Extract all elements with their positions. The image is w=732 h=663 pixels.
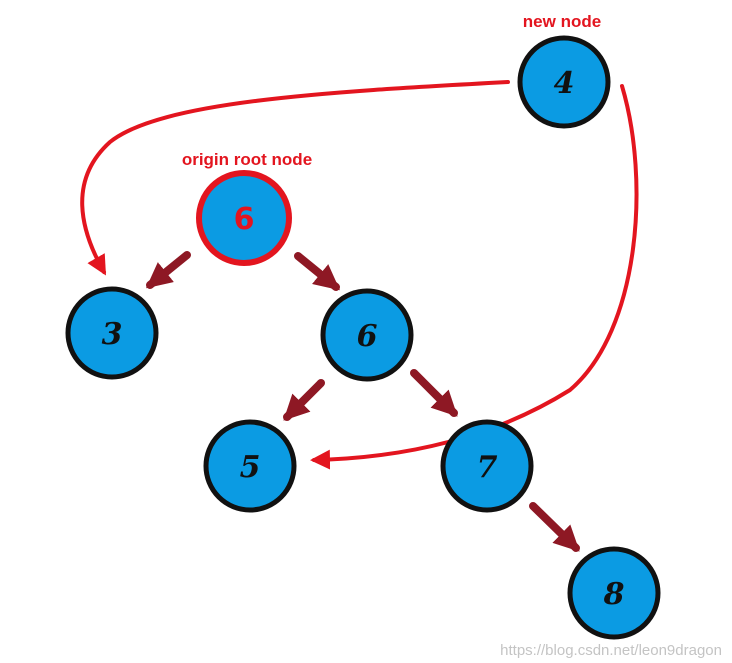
- node-right-right-right: 8: [567, 546, 661, 640]
- watermark-text: https://blog.csdn.net/leon9dragon: [500, 642, 722, 659]
- edge-6-to-6: [294, 252, 340, 291]
- node-left: 3: [65, 286, 159, 380]
- node-origin-root: 6: [196, 170, 292, 266]
- node-label: 8: [603, 577, 625, 612]
- node-right-right: 7: [440, 419, 534, 513]
- node-label: 5: [240, 450, 261, 485]
- tree-edges: [146, 251, 580, 552]
- node-right: 6: [320, 288, 414, 382]
- link-4-to-5: [310, 84, 639, 470]
- new-node-links: [80, 80, 639, 470]
- node-label: 3: [102, 317, 123, 352]
- edge-6-to-5: [283, 379, 325, 421]
- edge-6-to-3: [146, 251, 191, 289]
- node-label: 6: [357, 319, 378, 354]
- node-label: 4: [554, 66, 575, 101]
- edge-6-to-7: [410, 369, 458, 417]
- origin-root-caption: origin root node: [182, 150, 312, 169]
- node-new-root: 4: [517, 35, 611, 129]
- node-label: 6: [234, 202, 255, 237]
- link-4-to-3: [80, 80, 510, 276]
- edge-7-to-8: [529, 502, 580, 552]
- node-right-left: 5: [203, 419, 297, 513]
- node-label: 7: [477, 450, 498, 485]
- new-node-caption: new node: [523, 12, 601, 31]
